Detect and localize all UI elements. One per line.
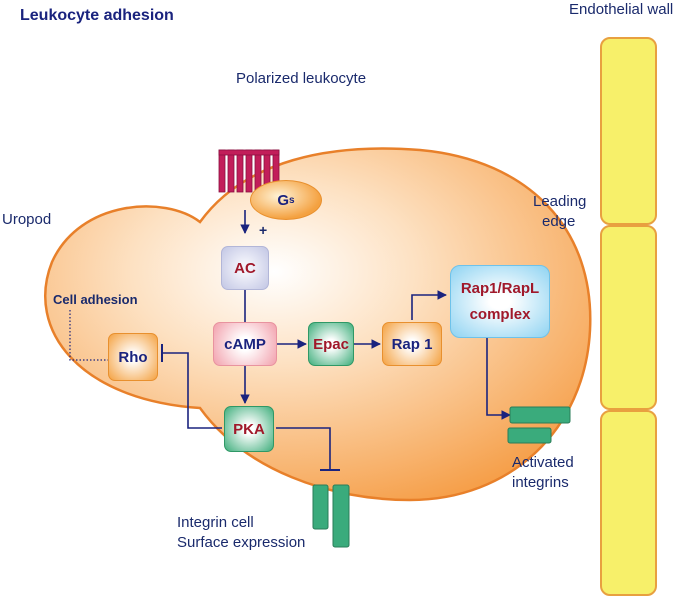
gs-label: G (277, 191, 290, 209)
activated-integrins-label-2: integrins (512, 474, 569, 491)
endothelial-wall-label: Endothelial wall (569, 1, 674, 18)
endothelial-cell (600, 410, 657, 596)
endothelial-cell (600, 225, 657, 410)
integrin-surface-label-1: Integrin cell (177, 514, 254, 531)
endothelial-cell (600, 37, 657, 225)
camp-label: cAMP (224, 335, 266, 353)
inhibit-pka-surface (276, 427, 331, 470)
cell-adhesion-label: Cell adhesion (53, 292, 138, 307)
arrow-rap1-complex (411, 290, 447, 320)
rap1-rapl-label-2: complex (469, 305, 531, 323)
integrin-surface-label-2: Surface expression (177, 534, 306, 551)
pka-label: PKA (233, 420, 265, 438)
activated-integrins-icon (507, 406, 571, 444)
pka-node: PKA (224, 406, 274, 452)
diagram-title: Leukocyte adhesion (20, 7, 174, 24)
endothelial-wall (600, 37, 657, 596)
rap1-rapl-complex-node: Rap1/RapL complex (450, 265, 550, 338)
rap1-label: Rap 1 (391, 335, 433, 353)
epac-label: Epac (313, 335, 349, 353)
rho-label: Rho (118, 348, 148, 366)
rap1-node: Rap 1 (382, 322, 442, 366)
ac-node: AC (221, 246, 269, 290)
leading-edge-label-1: Leading (533, 193, 587, 210)
rho-node: Rho (108, 333, 158, 381)
epac-node: Epac (308, 322, 354, 366)
plus-sign: + (259, 222, 268, 238)
rap1-rapl-label-1: Rap1/RapL (460, 279, 540, 297)
integrin-surface-icon (312, 484, 350, 548)
camp-node: cAMP (213, 322, 277, 366)
leading-edge-label-2: edge (542, 213, 576, 230)
uropod-label: Uropod (2, 211, 52, 228)
inhibit-pka-rho (162, 352, 222, 429)
polarized-leukocyte-label: Polarized leukocyte (236, 70, 367, 87)
ac-label: AC (234, 259, 256, 277)
gs-subscript: s (289, 194, 295, 206)
activated-integrins-label-1: Activated (512, 454, 574, 471)
arrow-complex-integrins (486, 338, 511, 420)
dotted-cell-adhesion (69, 310, 108, 361)
